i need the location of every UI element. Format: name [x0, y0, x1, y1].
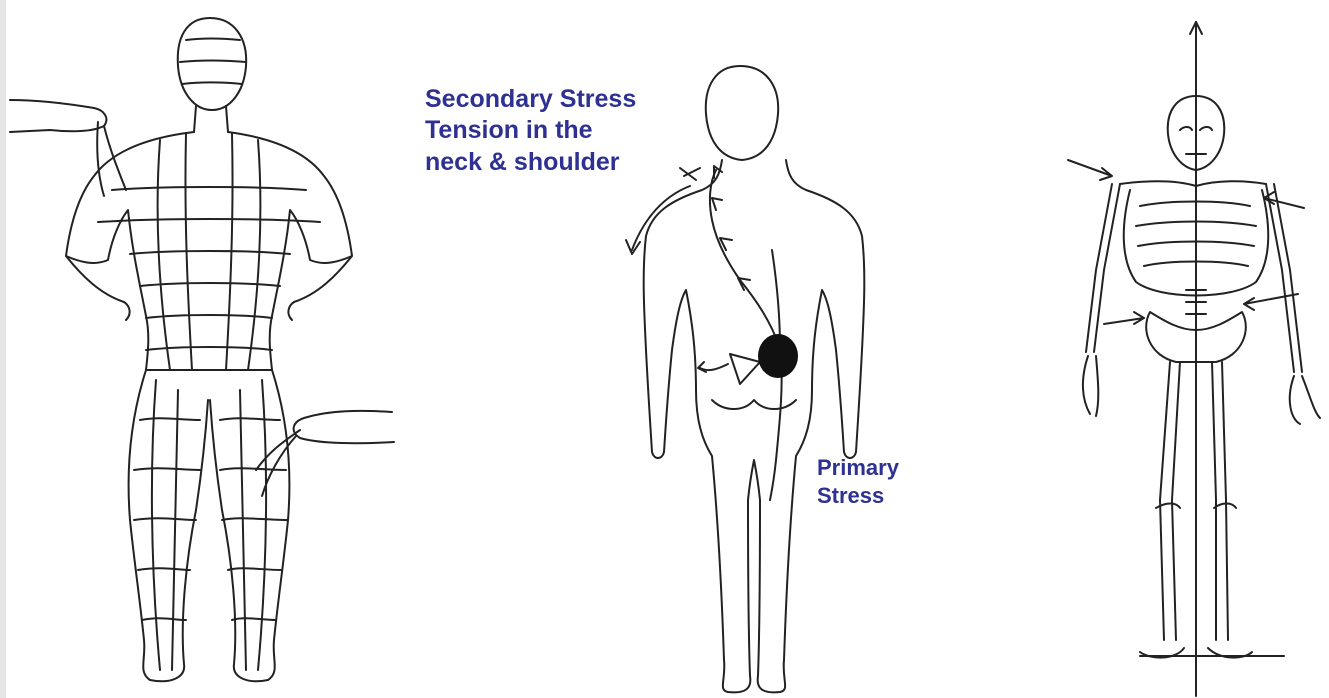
- arrow-left-shoulder: [1068, 160, 1112, 180]
- primary-stress-label: Primary Stress: [817, 454, 937, 509]
- secondary-stress-label: Secondary Stress Tension in the neck & s…: [425, 84, 685, 178]
- secondary-stress-line-1: Secondary Stress: [425, 84, 685, 115]
- primary-stress-line-2: Stress: [817, 482, 937, 510]
- arrow-left-hip: [1104, 312, 1144, 324]
- secondary-stress-line-2: Tension in the: [425, 115, 685, 146]
- secondary-stress-line-3: neck & shoulder: [425, 147, 685, 178]
- arrow-right-hip: [1244, 294, 1298, 310]
- primary-stress-line-1: Primary: [817, 454, 937, 482]
